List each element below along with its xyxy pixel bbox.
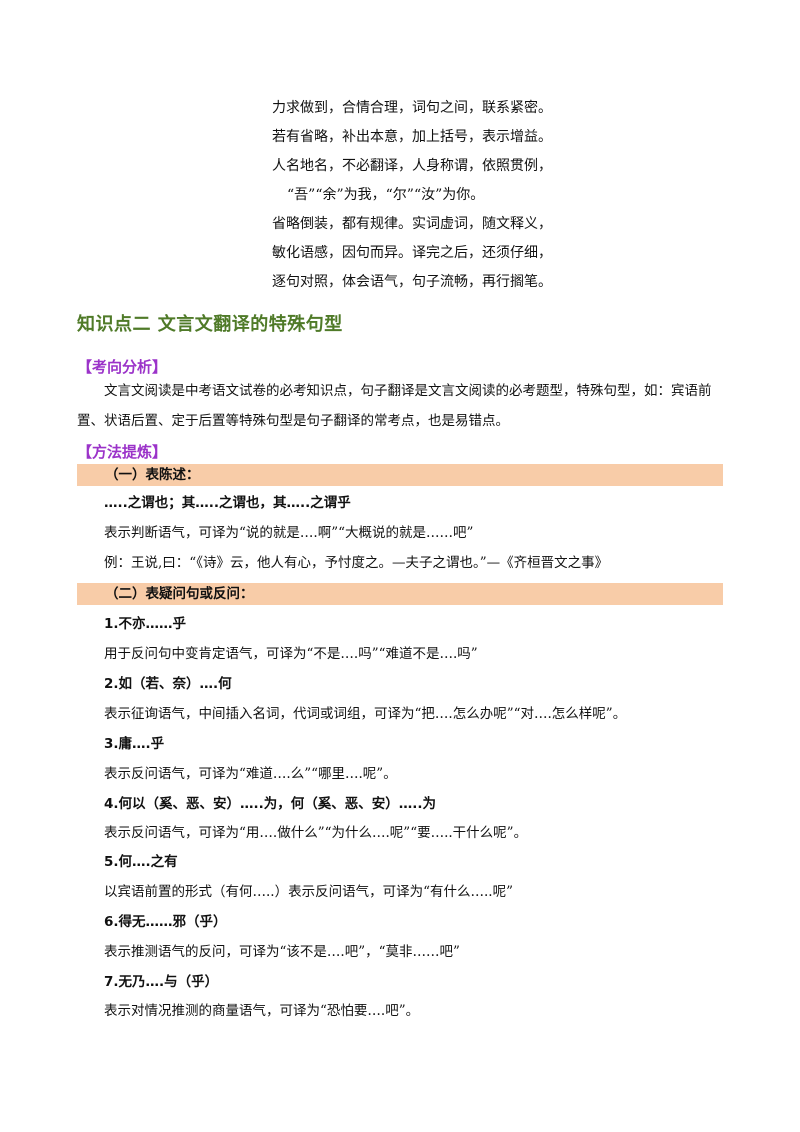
rhyme-line: 逐句对照，体会语气，句子流畅，再行搁笔。 bbox=[272, 274, 552, 290]
method-heading: 【方法提炼】 bbox=[77, 443, 168, 461]
meaning-line: 表示征询语气，中间插入名词，代词或词组，可译为“把….怎么办呢”“对….怎么样呢… bbox=[104, 706, 627, 722]
section-title: 知识点二 文言文翻译的特殊句型 bbox=[77, 314, 343, 335]
example-line: 例：王说,曰：“《诗》云，他人有心，予忖度之。—夫子之谓也。”—《齐桓晋文之事》 bbox=[104, 555, 609, 571]
rhyme-line: 人名地名，不必翻译，人身称谓，依照贯例， bbox=[272, 158, 552, 174]
meaning-line: 用于反问句中变肯定语气，可译为“不是….吗”“难道不是….吗” bbox=[104, 646, 478, 662]
analysis-paragraph: 文言文阅读是中考语文试卷的必考知识点，句子翻译是文言文阅读的必考题型，特殊句型，… bbox=[77, 383, 712, 429]
category-band-statement: （一）表陈述： bbox=[77, 464, 723, 486]
category-band-question: （二）表疑问句或反问： bbox=[77, 583, 723, 605]
pattern-line: …..之谓也；其…..之谓也，其…..之谓乎 bbox=[104, 495, 351, 511]
pattern-line: 1.不亦……乎 bbox=[104, 616, 187, 632]
translation-rhyme: 力求做到，合情合理，词句之间，联系紧密。 若有省略，补出本意，加上括号，表示增益… bbox=[0, 94, 800, 297]
pattern-line: 2.如（若、奈）….何 bbox=[104, 676, 232, 692]
analysis-heading: 【考向分析】 bbox=[77, 358, 168, 376]
rhyme-line: 省略倒装，都有规律。实词虚词，随文释义， bbox=[272, 216, 552, 232]
pattern-line: 3.庸….乎 bbox=[104, 736, 165, 752]
meaning-line: 以宾语前置的形式（有何…..）表示反问语气，可译为“有什么…..呢” bbox=[104, 884, 513, 900]
rhyme-line: 若有省略，补出本意，加上括号，表示增益。 bbox=[272, 129, 552, 145]
pattern-line: 5.何….之有 bbox=[104, 854, 178, 870]
meaning-line: 表示反问语气，可译为“用….做什么”“为什么….呢”“要…..干什么呢”。 bbox=[104, 825, 528, 841]
pattern-line: 7.无乃….与（乎） bbox=[104, 974, 219, 990]
rhyme-line: “吾”“余”为我，“尔”“汝”为你。 bbox=[287, 187, 485, 203]
rhyme-line: 力求做到，合情合理，词句之间，联系紧密。 bbox=[272, 100, 552, 116]
pattern-line: 4.何以（奚、恶、安）…..为，何（奚、恶、安）…..为 bbox=[104, 796, 437, 812]
meaning-line: 表示推测语气的反问，可译为“该不是….吧”，“莫非……吧” bbox=[104, 944, 460, 960]
meaning-line: 表示反问语气，可译为“难道….么”“哪里….呢”。 bbox=[104, 766, 397, 782]
meaning-line: 表示对情况推测的商量语气，可译为“恐怕要….吧”。 bbox=[104, 1003, 420, 1019]
meaning-line: 表示判断语气，可译为“说的就是….啊”“大概说的就是……吧” bbox=[104, 525, 474, 541]
rhyme-line: 敏化语感，因句而异。译完之后，还须仔细， bbox=[272, 245, 552, 261]
pattern-line: 6.得无……邪（乎） bbox=[104, 914, 227, 930]
